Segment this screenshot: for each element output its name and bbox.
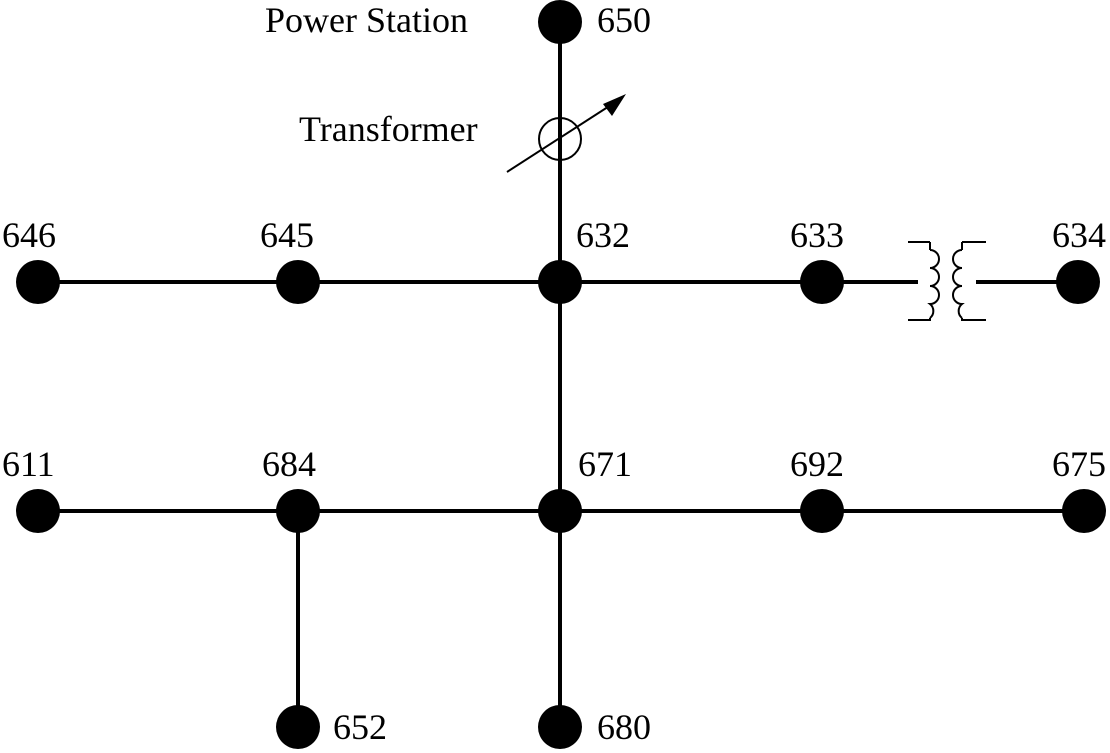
node-684 — [276, 489, 320, 533]
label-634: 634 — [1052, 215, 1106, 255]
transformer-secondary-coil — [952, 241, 986, 321]
node-671 — [538, 489, 582, 533]
label-684: 684 — [262, 444, 316, 484]
node-675 — [1062, 489, 1106, 533]
node-634 — [1056, 260, 1100, 304]
node-646 — [16, 260, 60, 304]
label-692: 692 — [790, 444, 844, 484]
node-652 — [276, 705, 320, 749]
nodes — [16, 0, 1106, 749]
regulator-arrow-shaft — [506, 102, 615, 173]
label-650: 650 — [597, 0, 651, 40]
node-692 — [800, 489, 844, 533]
label-646: 646 — [2, 215, 56, 255]
label-645: 645 — [260, 215, 314, 255]
label-633: 633 — [790, 215, 844, 255]
node-632 — [538, 260, 582, 304]
node-650 — [538, 0, 582, 44]
label-632: 632 — [576, 215, 630, 255]
label-675: 675 — [1052, 444, 1106, 484]
node-645 — [276, 260, 320, 304]
regulator-circle — [538, 117, 582, 161]
label-671: 671 — [578, 444, 632, 484]
power-station-label: Power Station — [265, 0, 468, 40]
node-611 — [16, 489, 60, 533]
label-611: 611 — [2, 444, 55, 484]
node-680 — [538, 705, 582, 749]
regulator-symbol — [506, 94, 626, 173]
regulator-arrow-head — [603, 94, 626, 116]
label-680: 680 — [597, 707, 651, 747]
transformer-label: Transformer — [299, 109, 478, 149]
transformer-coil-symbol — [908, 241, 986, 321]
node-633 — [800, 260, 844, 304]
transformer-primary-coil — [908, 241, 940, 321]
label-652: 652 — [333, 707, 387, 747]
lines — [38, 22, 1084, 727]
